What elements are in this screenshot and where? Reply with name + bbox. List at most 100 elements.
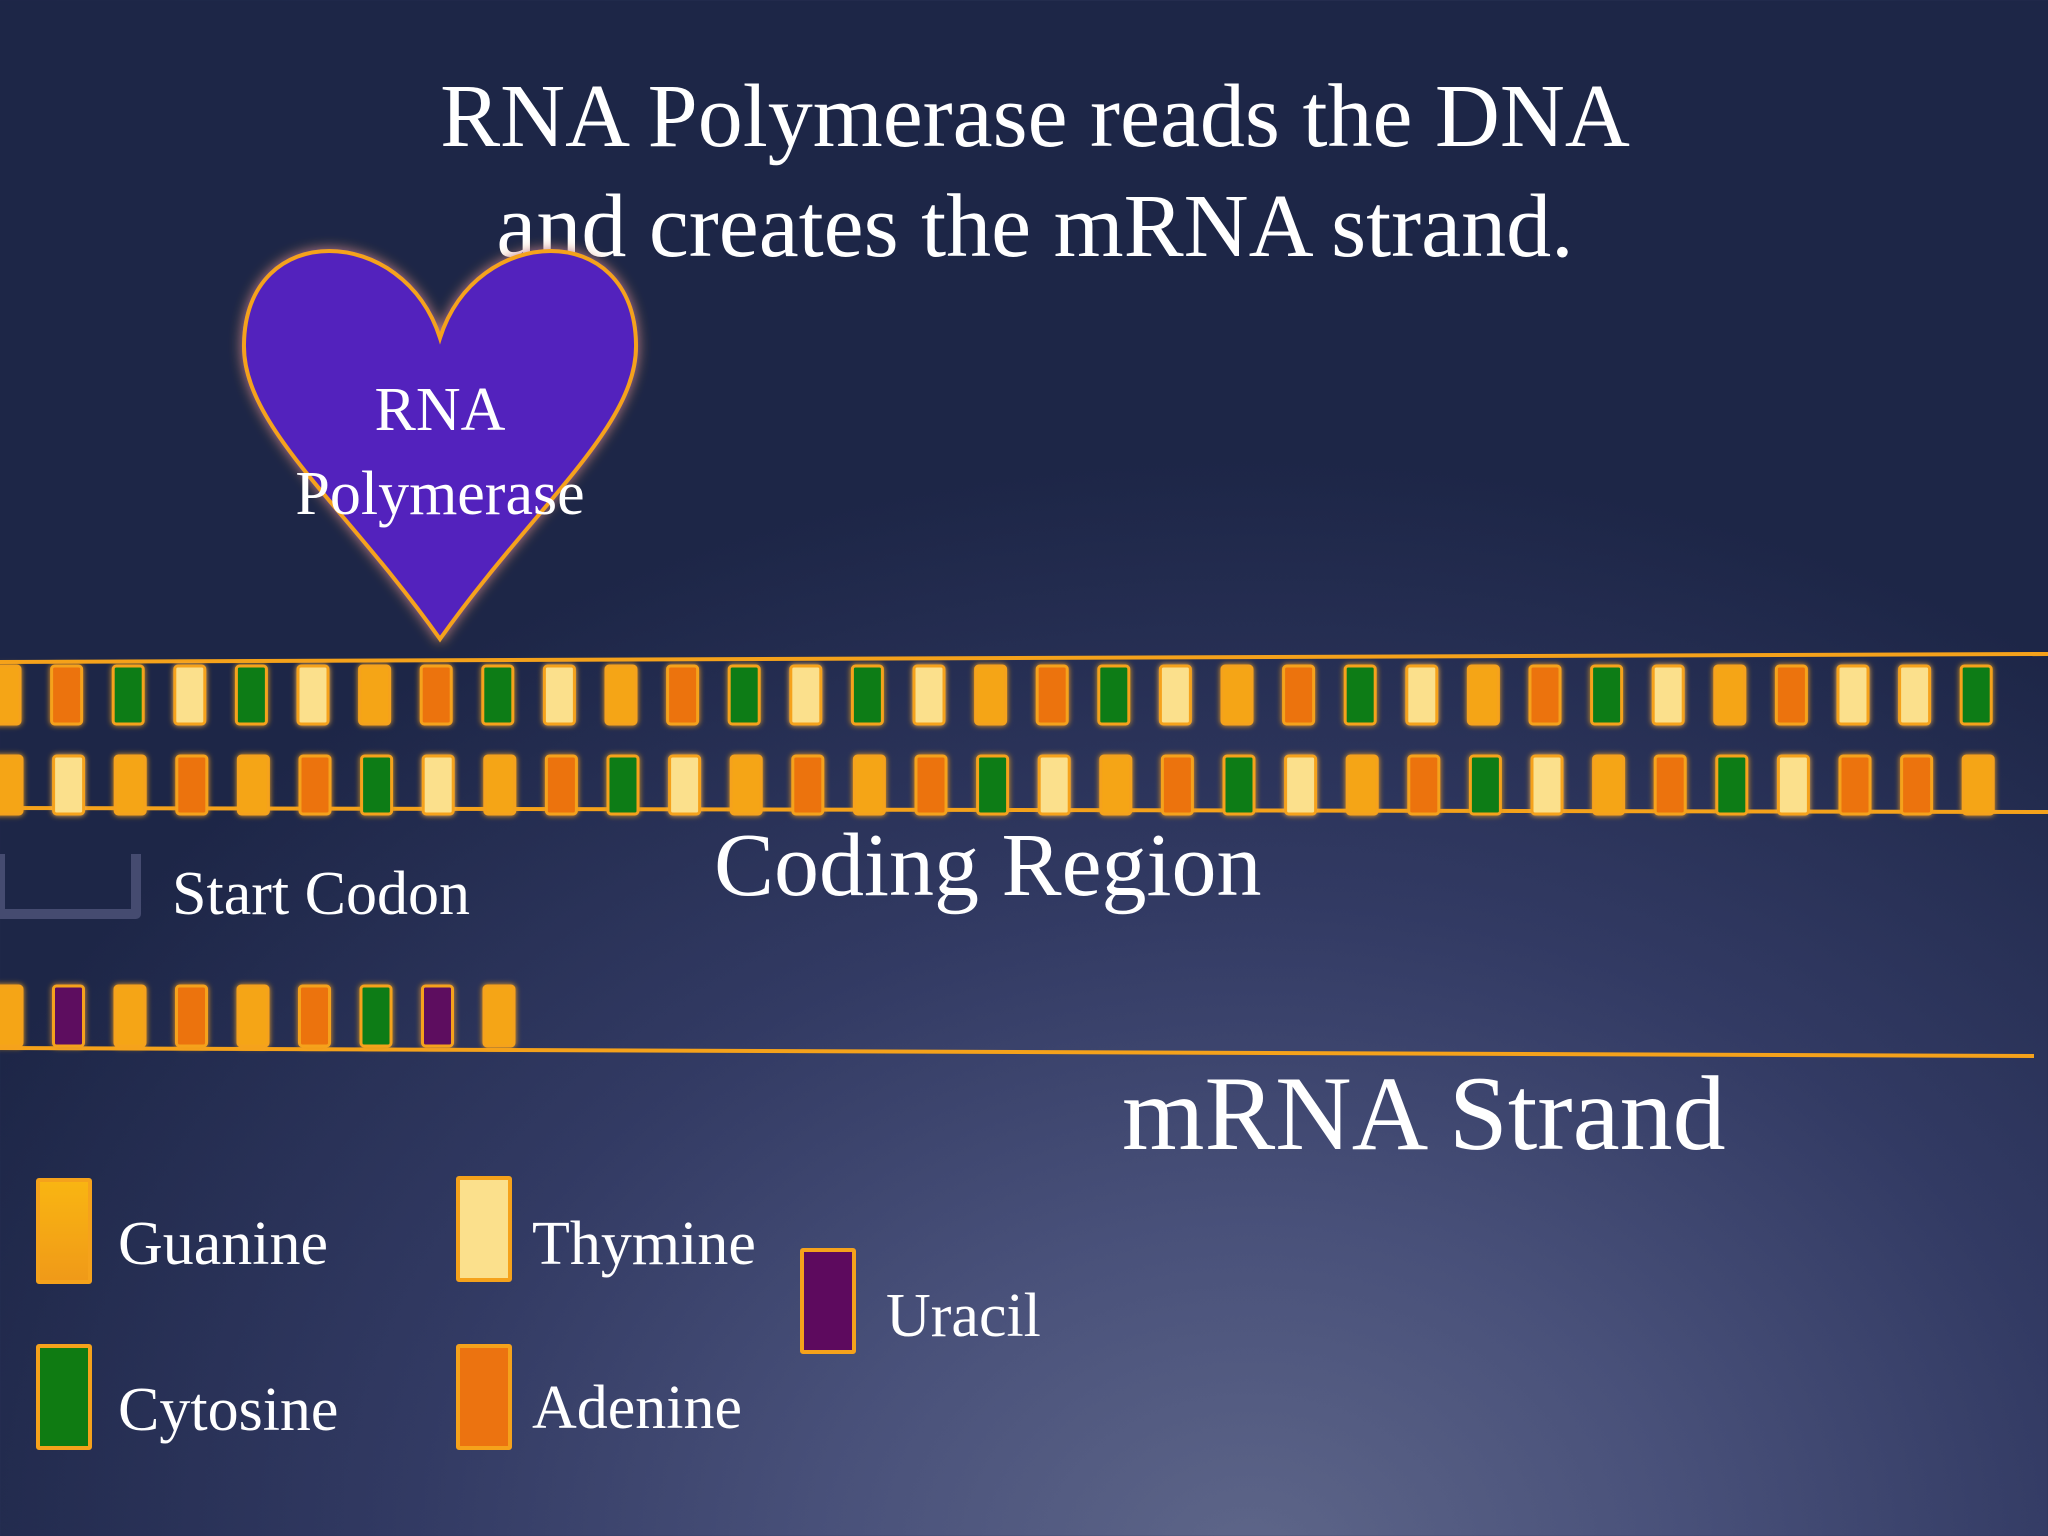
dna-top-base-adenine: [50, 664, 84, 726]
dna-top-base-guanine: [1466, 664, 1500, 726]
title-line-2: and creates the mRNA strand.: [496, 177, 1574, 276]
dna-bottom-base-adenine: [1900, 754, 1934, 816]
dna-top-base-guanine: [1220, 664, 1254, 726]
dna-bottom-base-cytosine: [1468, 754, 1502, 816]
slide-title: RNA Polymerase reads the DNA and creates…: [0, 62, 2048, 282]
dna-bottom-base-thymine: [421, 754, 455, 816]
dna-bottom-base-adenine: [298, 754, 332, 816]
dna-bottom-base-guanine: [852, 754, 886, 816]
dna-top-base-cytosine: [850, 664, 884, 726]
mrna-strand-label: mRNA Strand: [1122, 1055, 1726, 1172]
coding-region-label: Coding Region: [714, 816, 1262, 915]
dna-top-base-guanine: [358, 664, 392, 726]
dna-top-base-thymine: [912, 664, 946, 726]
dna-bottom-base-thymine: [52, 754, 86, 816]
dna-top-base-adenine: [1282, 664, 1316, 726]
dna-top-base-thymine: [296, 664, 330, 726]
dna-bottom-base-adenine: [791, 754, 825, 816]
dna-bottom-base-guanine: [0, 754, 24, 816]
dna-bottom-base-guanine: [1592, 754, 1626, 816]
dna-bottom-base-cytosine: [976, 754, 1010, 816]
dna-top-base-adenine: [1528, 664, 1562, 726]
dna-bottom-base-adenine: [1407, 754, 1441, 816]
dna-bottom-base-adenine: [544, 754, 578, 816]
dna-top-base-thymine: [1898, 664, 1932, 726]
dna-top-base-adenine: [1774, 664, 1808, 726]
rna-polymerase-label: RNA Polymerase: [240, 368, 640, 536]
dna-bottom-base-thymine: [1037, 754, 1071, 816]
mrna-base-uracil: [421, 984, 454, 1048]
legend-swatch-thymine: [456, 1176, 512, 1282]
mrna-base-adenine: [175, 984, 208, 1048]
dna-top-base-adenine: [1035, 664, 1069, 726]
dna-bottom-base-adenine: [914, 754, 948, 816]
mrna-base-cytosine: [359, 984, 393, 1048]
dna-bottom-base-cytosine: [1222, 754, 1256, 816]
dna-top-base-cytosine: [1343, 664, 1377, 726]
dna-bottom-base-cytosine: [606, 754, 640, 816]
dna-top-base-thymine: [1405, 664, 1439, 726]
dna-top-base-guanine: [974, 664, 1008, 726]
legend-label-guanine: Guanine: [118, 1210, 329, 1278]
dna-bottom-base-guanine: [483, 754, 517, 816]
legend-swatch-guanine: [36, 1178, 92, 1284]
dna-bottom-base-thymine: [1284, 754, 1318, 816]
dna-top-base-cytosine: [111, 664, 145, 726]
dna-top-base-thymine: [1158, 664, 1192, 726]
dna-bottom-base-guanine: [1099, 754, 1133, 816]
legend-label-thymine: Thymine: [532, 1210, 756, 1278]
dna-top-backbone: [0, 652, 2048, 664]
dna-top-base-guanine: [604, 664, 638, 726]
dna-bottom-base-adenine: [175, 754, 209, 816]
start-codon-label: Start Codon: [172, 860, 470, 928]
mrna-base-uracil: [52, 984, 85, 1048]
dna-top-base-cytosine: [727, 664, 761, 726]
mrna-base-guanine: [0, 984, 24, 1048]
polymerase-line-2: Polymerase: [295, 460, 585, 528]
dna-bottom-base-adenine: [1160, 754, 1194, 816]
start-codon-bracket: [0, 854, 141, 919]
dna-bottom-base-guanine: [113, 754, 147, 816]
dna-bottom-base-cytosine: [1715, 754, 1749, 816]
legend-label-uracil: Uracil: [886, 1282, 1041, 1350]
mrna-base-guanine: [482, 984, 516, 1048]
legend-swatch-adenine: [456, 1344, 512, 1450]
dna-bottom-base-adenine: [1838, 754, 1872, 816]
dna-bottom-base-adenine: [1653, 754, 1687, 816]
mrna-backbone: [0, 1046, 2035, 1058]
dna-top-base-thymine: [173, 664, 207, 726]
dna-top-base-thymine: [542, 664, 576, 726]
dna-top-base-thymine: [1651, 664, 1685, 726]
dna-top-base-thymine: [1836, 664, 1870, 726]
mrna-base-guanine: [236, 984, 270, 1048]
dna-bottom-base-thymine: [1776, 754, 1810, 816]
dna-top-base-adenine: [666, 664, 700, 726]
title-line-1: RNA Polymerase reads the DNA: [440, 67, 1630, 166]
legend-label-cytosine: Cytosine: [118, 1376, 339, 1444]
dna-bottom-base-guanine: [1345, 754, 1379, 816]
mrna-base-adenine: [298, 984, 331, 1048]
heart-shape: [241, 249, 639, 643]
legend-swatch-uracil: [800, 1248, 856, 1354]
dna-top-base-cytosine: [481, 664, 515, 726]
dna-top-base-guanine: [0, 664, 22, 726]
dna-bottom-base-guanine: [729, 754, 763, 816]
dna-bottom-base-guanine: [1961, 754, 1995, 816]
rna-polymerase-heart: [241, 249, 639, 643]
dna-bottom-base-thymine: [668, 754, 702, 816]
dna-top-base-cytosine: [234, 664, 268, 726]
dna-top-base-adenine: [419, 664, 453, 726]
dna-top-base-guanine: [1713, 664, 1747, 726]
strand-diagram: [0, 652, 2048, 1058]
dna-top-base-thymine: [789, 664, 823, 726]
legend-swatch-cytosine: [36, 1344, 92, 1450]
legend-label-adenine: Adenine: [532, 1374, 743, 1442]
dna-bottom-base-thymine: [1530, 754, 1564, 816]
dna-top-base-cytosine: [1097, 664, 1131, 726]
dna-bottom-base-guanine: [236, 754, 270, 816]
dna-top-base-cytosine: [1959, 664, 1993, 726]
dna-bottom-base-cytosine: [360, 754, 394, 816]
mrna-base-guanine: [113, 984, 147, 1048]
dna-top-base-cytosine: [1590, 664, 1624, 726]
dna-bottom-backbone: [0, 806, 2048, 814]
